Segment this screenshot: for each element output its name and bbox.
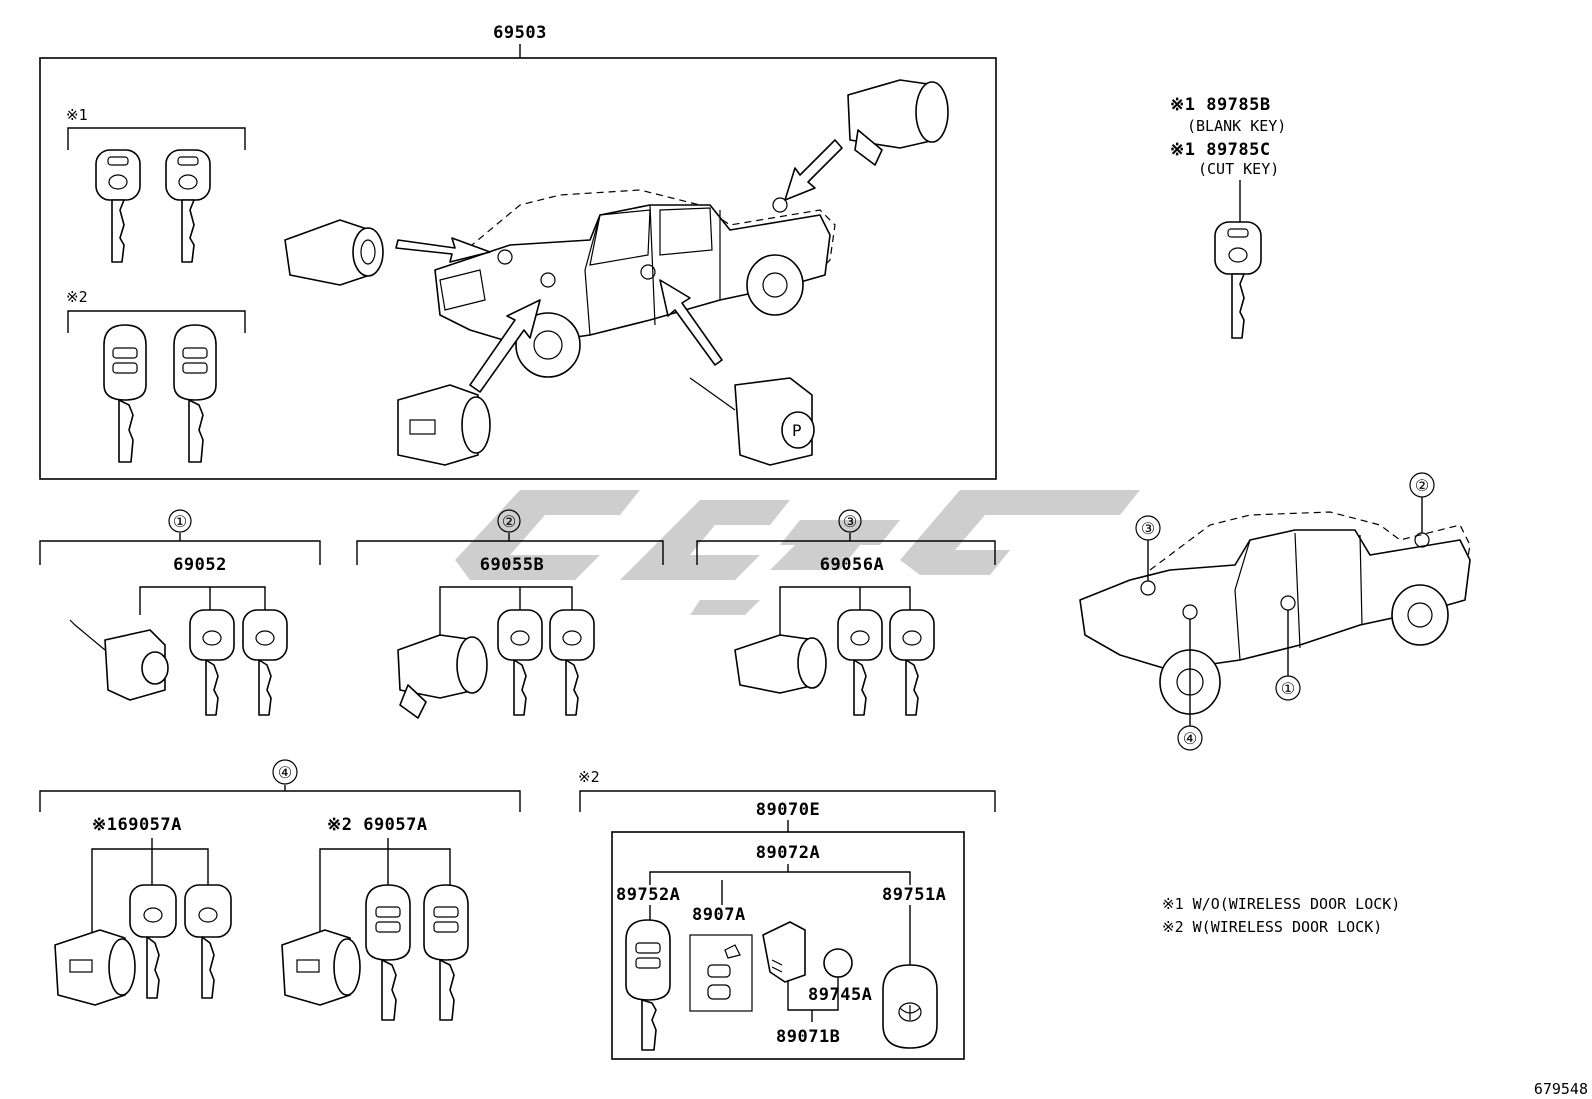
group-4-set-1-part-number: ※169057A	[92, 815, 182, 835]
transmitter-sub-part-number: 89072A	[756, 843, 820, 863]
legend-note-2: ※2 W(WIRELESS DOOR LOCK)	[1162, 918, 1382, 936]
group-3-index: ③	[843, 512, 857, 531]
key-icon	[497, 609, 543, 716]
key-icon	[837, 609, 883, 716]
remote-key-icon	[423, 884, 469, 1021]
key-icon	[129, 884, 177, 999]
transmitter-assembly-part-number: 89070E	[756, 800, 820, 820]
ignition-switch-icon	[69, 619, 169, 701]
ignition-switch-icon: P	[689, 377, 815, 466]
assembly-frame	[39, 57, 997, 480]
key-icon	[549, 609, 595, 716]
key-set-1-marker: ※1	[66, 106, 88, 124]
smart-key-fob-icon	[882, 964, 938, 1049]
key-icon	[189, 609, 235, 716]
cut-key-part-number: ※1 89785C	[1170, 140, 1271, 160]
blank-key-label: (BLANK KEY)	[1187, 117, 1286, 135]
part-89752A: 89752A	[616, 885, 680, 905]
key-icon	[165, 149, 211, 263]
group-1-index: ①	[173, 512, 187, 531]
legend-note-1: ※1 W/O(WIRELESS DOOR LOCK)	[1162, 895, 1400, 913]
transmitter-frame	[611, 831, 965, 1060]
transmitter-module-icon	[762, 921, 806, 983]
button-pad-icon	[689, 934, 753, 1012]
battery-icon	[823, 948, 853, 978]
key-icon	[889, 609, 935, 716]
truck-callout-1: ①	[1281, 679, 1295, 698]
part-89751A: 89751A	[882, 885, 946, 905]
blank-key-part-number: ※1 89785B	[1170, 95, 1271, 115]
part-89071B: 89071B	[776, 1027, 840, 1047]
door-lock-cylinder-icon	[397, 384, 491, 466]
tailgate-lock-cylinder-icon	[397, 634, 488, 719]
tailgate-lock-cylinder-icon	[847, 79, 949, 166]
watermark-logo	[455, 490, 1140, 615]
key-icon	[1214, 221, 1262, 339]
remote-key-icon	[365, 884, 411, 1021]
hood-lock-cylinder-icon	[734, 634, 827, 694]
truck-callout-4: ④	[1183, 729, 1197, 748]
group-2-part-number: 69055B	[480, 555, 544, 575]
door-lock-cylinder-icon	[54, 929, 136, 1006]
reference-number: 679548	[1534, 1080, 1588, 1098]
part-89745A: 89745A	[808, 985, 872, 1005]
part-8907A: 8907A	[692, 905, 746, 925]
truck-callout-2: ②	[1415, 476, 1429, 495]
door-lock-cylinder-icon	[281, 929, 361, 1006]
svg-text:P: P	[792, 421, 802, 440]
group-4-set-2-part-number: ※2 69057A	[327, 815, 428, 835]
remote-key-icon	[103, 324, 147, 463]
group-1-part-number: 69052	[173, 555, 227, 575]
truck-illustration-index	[1079, 497, 1471, 726]
group-4-index: ④	[278, 763, 292, 782]
group-2-index: ②	[502, 512, 516, 531]
assembly-part-number: 69503	[493, 23, 547, 43]
group-3-part-number: 69056A	[820, 555, 884, 575]
key-icon	[242, 609, 288, 716]
key-icon	[95, 149, 141, 263]
key-icon	[184, 884, 232, 999]
key-set-2-marker: ※2	[66, 288, 88, 306]
transmitter-marker: ※2	[578, 768, 600, 786]
remote-key-icon	[173, 324, 217, 463]
remote-key-icon	[625, 919, 671, 1051]
truck-callout-3: ③	[1141, 519, 1155, 538]
hood-lock-cylinder-icon	[284, 219, 384, 286]
callout-arrows	[395, 139, 843, 393]
cut-key-label: (CUT KEY)	[1198, 160, 1279, 178]
